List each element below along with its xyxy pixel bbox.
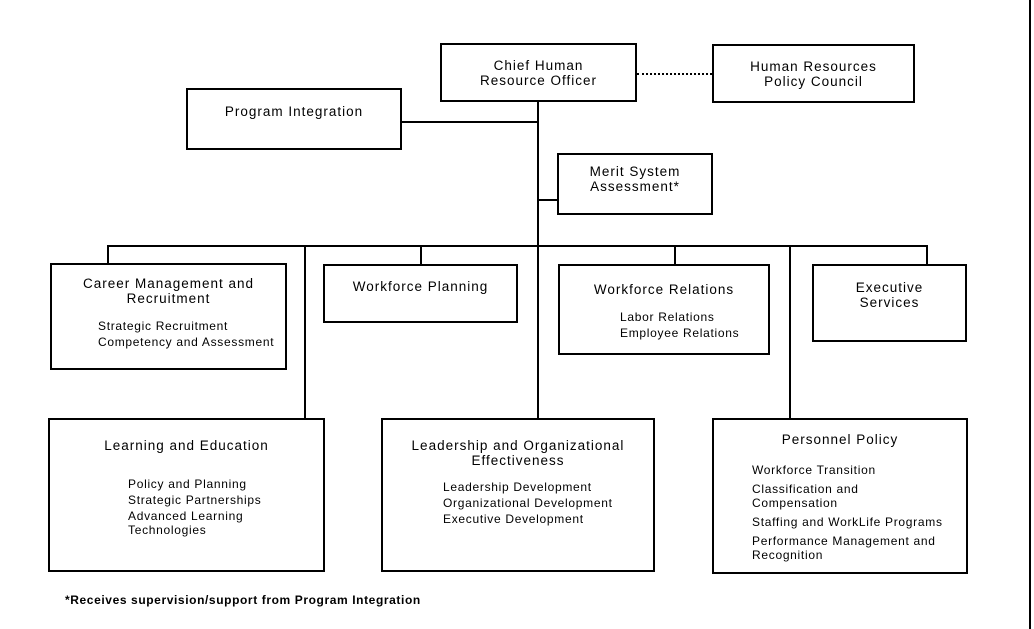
connector-dotted-chro-policy-council <box>637 73 712 75</box>
box-title: Leadership and Organizational Effectiven… <box>411 438 625 468</box>
connector-merit-system-assessment <box>537 199 557 201</box>
sub-item: Strategic Partnerships <box>128 493 262 507</box>
sub-item: Advanced Learning Technologies <box>128 509 244 537</box>
box-title: Merit System Assessment* <box>589 164 681 194</box>
connector-drop-learning-education <box>304 245 306 418</box>
connector-drop-career-management <box>107 245 109 263</box>
sub-item: Policy and Planning <box>128 477 247 491</box>
footnote: *Receives supervision/support from Progr… <box>65 593 421 607</box>
box-title: Workforce Planning <box>352 279 489 294</box>
sub-item: Labor Relations <box>620 310 715 324</box>
box-title: Program Integration <box>224 104 364 119</box>
org-box-career-management-and-recruitment: Career Management and Recruitment Strate… <box>50 263 287 370</box>
org-box-executive-services: Executive Services <box>812 264 967 342</box>
sub-item: Employee Relations <box>620 326 740 340</box>
sub-item: Organizational Development <box>443 496 613 510</box>
org-box-workforce-planning: Workforce Planning <box>323 264 518 323</box>
sub-item: Staffing and WorkLife Programs <box>752 515 943 529</box>
box-title: Workforce Relations <box>593 282 735 297</box>
sub-item: Classification and Compensation <box>752 482 859 510</box>
connector-distribution-horizontal <box>107 245 928 247</box>
box-title: Human Resources Policy Council <box>750 58 877 89</box>
connector-drop-personnel-policy <box>789 245 791 418</box>
sub-item: Workforce Transition <box>752 463 876 477</box>
box-title: Career Management and Recruitment <box>82 276 255 306</box>
connector-trunk-vertical <box>537 102 539 419</box>
connector-drop-workforce-relations <box>674 245 676 264</box>
org-box-merit-system-assessment: Merit System Assessment* <box>557 153 713 215</box>
box-title: Learning and Education <box>104 438 269 453</box>
box-title: Executive Services <box>855 280 924 310</box>
sub-item: Leadership Development <box>443 480 592 494</box>
org-box-leadership-and-organizational-effectiveness: Leadership and Organizational Effectiven… <box>381 418 655 572</box>
box-title: Personnel Policy <box>781 432 899 447</box>
page-border-right <box>1029 0 1031 629</box>
org-box-chief-human-resource-officer: Chief Human Resource Officer <box>440 43 637 102</box>
connector-program-integration <box>402 121 538 123</box>
sub-item: Competency and Assessment <box>98 335 275 349</box>
connector-drop-workforce-planning <box>420 245 422 264</box>
org-box-program-integration: Program Integration <box>186 88 402 150</box>
sub-item: Executive Development <box>443 512 584 526</box>
connector-drop-executive-services <box>926 245 928 264</box>
org-box-human-resources-policy-council: Human Resources Policy Council <box>712 44 915 103</box>
sub-item: Strategic Recruitment <box>98 319 229 333</box>
sub-item: Performance Management and Recognition <box>752 534 936 562</box>
box-title: Chief Human Resource Officer <box>479 57 598 88</box>
org-box-learning-and-education: Learning and Education Policy and Planni… <box>48 418 325 572</box>
